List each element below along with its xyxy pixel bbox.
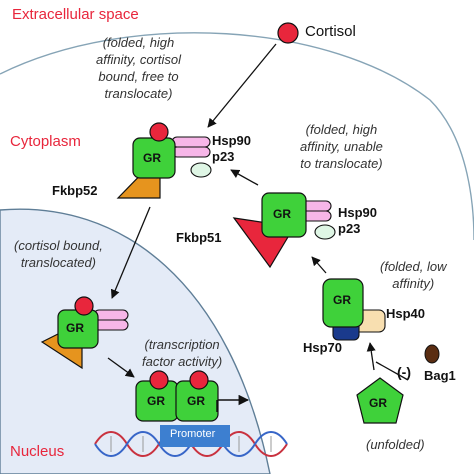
note-unable-to-translocate: (folded, high affinity, unable to transl… xyxy=(300,122,383,171)
label-bag1-sign: (-) xyxy=(397,364,411,380)
label-p23-1: p23 xyxy=(212,149,235,164)
gr-dimer-on-promoter xyxy=(135,370,219,422)
label-p23-2: p23 xyxy=(338,221,361,236)
unfolded-gr xyxy=(356,377,404,424)
note-transcription: (transcription factor activity) xyxy=(142,337,223,369)
bag1-inhibition-line xyxy=(375,361,409,381)
label-hsp90-1: Hsp90 xyxy=(212,133,252,148)
label-bag1: Bag1 xyxy=(424,368,456,383)
promoter-box xyxy=(160,425,230,447)
label-gr-5: GR xyxy=(333,293,351,307)
note-low-affinity: (folded, low affinity) xyxy=(380,259,447,291)
complex-gr-hsp90-fkbp51 xyxy=(232,192,336,269)
label-fkbp51: Fkbp51 xyxy=(176,230,222,245)
label-cortisol: Cortisol xyxy=(305,23,356,40)
label-gr-2: GR xyxy=(273,207,291,221)
label-extracellular-space: Extracellular space xyxy=(12,6,139,23)
label-nucleus: Nucleus xyxy=(10,443,65,460)
note-free-to-translocate: (folded, high affinity, cortisol bound, … xyxy=(96,35,182,101)
label-hsp90-2: Hsp90 xyxy=(338,205,378,220)
label-gr-1: GR xyxy=(143,151,161,165)
label-gr-4a: GR xyxy=(147,394,165,408)
cell-membrane xyxy=(0,32,474,241)
complex-gr-hsp90-fkbp52 xyxy=(116,122,212,199)
label-gr-3: GR xyxy=(66,321,84,335)
label-hsp40: Hsp40 xyxy=(386,306,426,321)
label-hsp70: Hsp70 xyxy=(303,340,343,355)
arrow-hsp70-to-fkbp51 xyxy=(311,256,327,274)
bag1-molecule xyxy=(424,344,440,364)
cortisol-molecule xyxy=(277,22,299,44)
arrow-to-transcription xyxy=(107,357,135,378)
label-gr-4b: GR xyxy=(187,394,205,408)
arrow-unfolded-to-hsp70 xyxy=(366,342,376,371)
complex-translocated-gr xyxy=(40,296,129,370)
note-unfolded: (unfolded) xyxy=(366,437,425,452)
label-gr-unfolded: GR xyxy=(369,396,387,410)
label-fkbp52: Fkbp52 xyxy=(52,183,98,198)
arrow-fkbp51-to-fkbp52 xyxy=(230,169,259,186)
arrow-into-nucleus xyxy=(110,206,151,299)
label-promoter: Promoter xyxy=(170,428,216,440)
complex-gr-hsp40-hsp70 xyxy=(322,278,386,341)
arrow-cortisol-entry xyxy=(207,43,277,128)
label-cytoplasm: Cytoplasm xyxy=(10,133,81,150)
note-cortisol-bound: (cortisol bound, translocated) xyxy=(14,238,103,270)
